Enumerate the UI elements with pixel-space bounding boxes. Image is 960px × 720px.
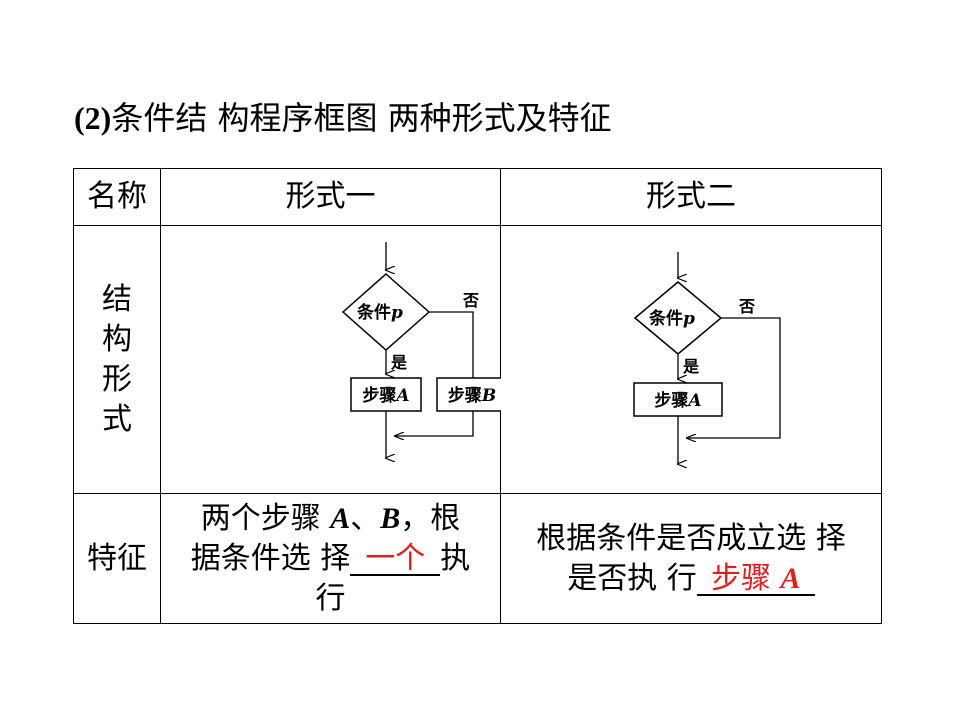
structure-label: 结 构形 式	[73, 225, 161, 494]
step-a-label: 步骤A	[362, 385, 409, 406]
feature-form2-text: 根据条件是否成立选 择 是否执 行步骤 A	[536, 519, 846, 599]
feature-form1-line3: 行	[315, 580, 346, 616]
no-label-2: 否	[738, 297, 755, 316]
var-a: A	[330, 501, 351, 535]
condition-label: 条件p	[356, 302, 403, 323]
structure-label-line-2: 构形	[102, 321, 132, 397]
flowchart-form1: 条件p 否 是 步骤A 步骤B	[341, 242, 508, 482]
feature-row: 特征 两个步骤 A、B，根 据条件选 择一个执 行 根据条件是否成立选 择 是否…	[73, 493, 882, 624]
no-branch-line-2	[687, 317, 781, 438]
feature-label: 特征	[73, 493, 161, 624]
answer-blank-2: 步骤 A	[696, 560, 815, 596]
header-row: 名称 形式一 形式二	[73, 168, 882, 226]
flowchart-form2: 条件p 否 是 步骤A	[633, 252, 781, 482]
header-form1: 形式一	[160, 168, 501, 226]
flowchart-form1-cell: 条件p 否 是 步骤A 步骤B	[160, 225, 508, 494]
structure-label-text: 结 构形 式	[97, 280, 137, 440]
section-title-text: 条件结 构程序框图 两种形式及特征	[111, 99, 612, 137]
step-b-label: 步骤B	[448, 385, 496, 406]
yes-label-2: 是	[682, 357, 699, 376]
section-title: (2)条件结 构程序框图 两种形式及特征	[74, 96, 612, 140]
yes-label: 是	[390, 353, 407, 372]
structure-label-line-1: 结	[102, 281, 132, 317]
answer-2-text: 步骤	[710, 560, 781, 596]
step-a-label-2: 步骤A	[654, 390, 701, 411]
feature-form1-text: 两个步骤 A、B，根 据条件选 择一个执 行	[191, 499, 471, 619]
answer-2-var: A	[780, 561, 801, 595]
no-label: 否	[462, 291, 479, 310]
header-name: 名称	[73, 168, 161, 226]
structure-row: 结 构形 式 条件p 否	[73, 225, 882, 494]
feature-form1-line1-text: 两个步骤	[200, 500, 331, 536]
answer-1: 一个	[365, 540, 426, 576]
flowchart-form2-cell: 条件p 否 是 步骤A	[500, 225, 882, 494]
condition-label-2: 条件p	[648, 308, 695, 329]
header-form2: 形式二	[500, 168, 882, 226]
feature-form1-line1-end: ，根	[400, 500, 461, 536]
feature-form1-line2-text: 据条件选 择	[190, 540, 351, 576]
var-b: B	[380, 501, 401, 535]
comparison-table: 名称 形式一 形式二 结 构形 式	[73, 168, 882, 624]
answer-blank-1: 一个	[350, 540, 441, 576]
feature-form2-line2-text: 是否执 行	[567, 560, 697, 596]
section-number: (2)	[74, 100, 112, 136]
no-branch-line	[395, 311, 474, 436]
feature-form2: 根据条件是否成立选 择 是否执 行步骤 A	[500, 493, 882, 624]
separator: 、	[350, 500, 381, 536]
feature-form1-line2-end: 执	[440, 540, 471, 576]
feature-form2-line1: 根据条件是否成立选 择	[536, 520, 846, 556]
feature-form1: 两个步骤 A、B，根 据条件选 择一个执 行	[160, 493, 501, 624]
structure-label-line-3: 式	[102, 401, 132, 437]
